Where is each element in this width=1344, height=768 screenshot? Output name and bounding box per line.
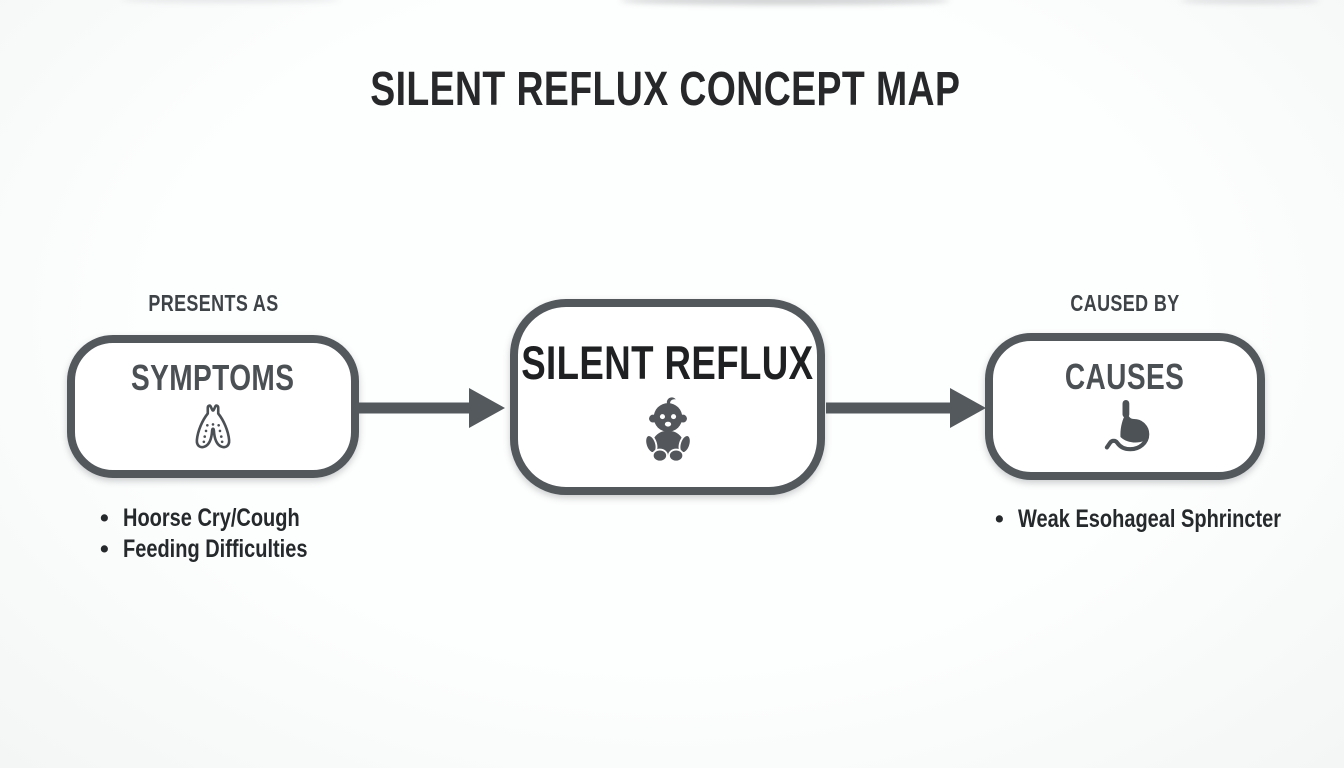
relation-label-caused-by: CAUSED BY [1070, 290, 1180, 316]
symptoms-node: SYMPTOMS [67, 335, 359, 478]
lungs-icon [195, 404, 231, 449]
scan-artifact [1180, 0, 1320, 4]
symptoms-node-label: SYMPTOMS [131, 356, 295, 398]
scan-artifact [620, 0, 950, 5]
causes-bullet-list: Weak Esohageal Sphrincter [995, 504, 1344, 535]
list-item: Weak Esohageal Sphrincter [995, 504, 1344, 535]
causes-node-label: CAUSES [1065, 355, 1185, 397]
symptoms-bullet-list: Hoorse Cry/Cough Feeding Difficulties [100, 503, 353, 565]
arrow-symptoms-to-center-icon [356, 388, 505, 428]
scan-artifact [120, 0, 340, 3]
silent-reflux-node-label: SILENT REFLUX [521, 336, 814, 390]
list-item: Hoorse Cry/Cough [100, 503, 353, 534]
silent-reflux-node: SILENT REFLUX [510, 299, 825, 495]
stomach-icon [1104, 400, 1150, 452]
relation-label-presents-as: PRESENTS AS [147, 290, 279, 316]
arrow-center-to-causes-icon [826, 388, 986, 428]
page-title-text: SILENT REFLUX CONCEPT MAP [369, 63, 961, 117]
list-item: Feeding Difficulties [100, 534, 353, 565]
baby-icon [643, 397, 692, 463]
causes-node: CAUSES [985, 333, 1265, 480]
page-title: SILENT REFLUX CONCEPT MAP [0, 62, 1330, 117]
